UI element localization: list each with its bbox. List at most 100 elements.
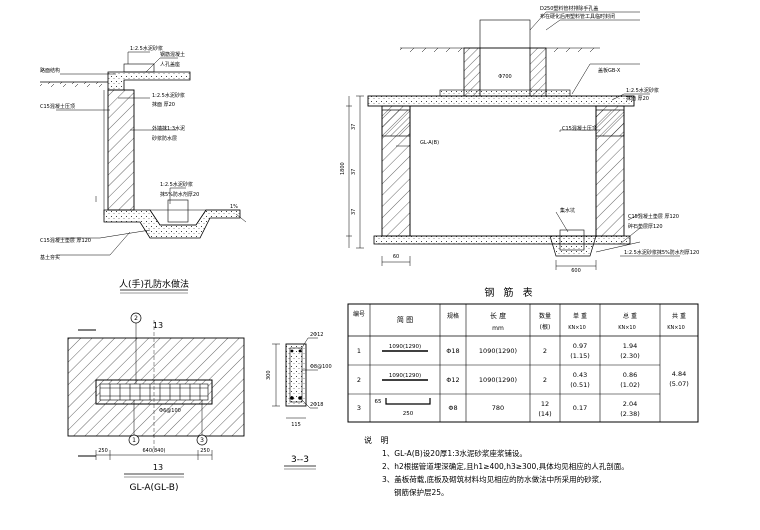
th-grand-w-unit: KN×10 — [667, 325, 685, 331]
right-section-labels: D250塑料管材排除手孔盖 布在硬化后用塑料管工具临时封闭 Φ700 盖板GB-… — [340, 5, 699, 274]
note-item-2: 2、h2根据管道埋深确定,且h1≥400,h3≥300,具体均见相应的人孔剖面。 — [382, 462, 629, 471]
table-cell: (2.30) — [620, 352, 640, 360]
beam-section-labels: 2 1 3 13 13 Φ6@100 250 640(840) 250 — [98, 315, 210, 472]
label-beam: GL-A(B) — [420, 140, 439, 146]
label-mortar-thick: 抹面 厚20 — [152, 101, 175, 108]
label-13: 13 — [153, 321, 163, 330]
table-cell: 1090(1290) — [479, 376, 517, 384]
th-qty: 数量 — [539, 312, 551, 320]
marker-1: 1 — [132, 437, 136, 444]
label-filler: 人孔盖座 — [160, 61, 180, 68]
dim-d: 37 — [351, 209, 357, 215]
table-cell: 0.43 — [573, 371, 587, 379]
label-mortar: 1:2.5水泥砂浆 — [626, 87, 659, 94]
label-gravel: 碎石垫层厚120 — [628, 223, 663, 230]
label-mortar-top: 1:2.5水泥砂浆 — [130, 45, 163, 52]
note-item-4: 钢筋保护层25。 — [394, 488, 449, 497]
th-sketch: 简 图 — [397, 315, 413, 324]
th-length: 长 度 — [490, 311, 506, 320]
table-cell: 1.94 — [623, 342, 637, 350]
table-cell: 1090(1290) — [389, 373, 421, 379]
rebar-table-rows: 1 1090(1290) Φ18 1090(1290) 2 0.97 (1.15… — [357, 342, 689, 418]
label-c15-top: C15混凝土压顶 — [40, 103, 75, 110]
th-total-w-unit: KN×10 — [618, 325, 636, 331]
label-covering: 钢筋混凝土 — [160, 51, 185, 58]
table-cell: 1 — [357, 347, 361, 355]
dim-w1: 600 — [571, 268, 581, 274]
dim-250b: 250 — [200, 448, 210, 454]
label-pipe-sub: 布在硬化后用塑料管工具临时封闭 — [540, 13, 615, 20]
table-cell: (14) — [538, 410, 551, 418]
section-33-title: 3--3 — [291, 455, 309, 465]
beam-section-drawing — [67, 312, 245, 478]
note-item-1: 1、GL-A(B)设20厚1:3水泥砂浆座浆铺设。 — [382, 449, 527, 458]
label-mortar-thick: 抹面 厚20 — [626, 95, 649, 102]
dim-w: 115 — [291, 422, 301, 428]
table-cell: 1090(1290) — [389, 344, 421, 350]
label-phi: Φ700 — [498, 74, 511, 80]
dim-height: 1800 — [340, 162, 346, 175]
notes-title: 说 明 — [364, 436, 392, 445]
notes-block: 说 明 1、GL-A(B)设20厚1:3水泥砂浆座浆铺设。 2、h2根据管道埋深… — [360, 434, 750, 499]
marker-3: 3 — [200, 437, 204, 444]
dim-b: 37 — [351, 124, 357, 130]
table-cell: 12 — [541, 400, 549, 408]
table-cell: 780 — [492, 404, 504, 412]
table-cell: Φ8 — [448, 404, 457, 412]
table-cell: 3 — [357, 404, 361, 412]
label-c15-pad: C15混凝土垫层 厚120 — [628, 213, 679, 220]
dim-c: 37 — [351, 169, 357, 175]
beam-section-title: GL-A(GL-B) — [130, 483, 179, 493]
label-mortar-smear: 1:2.5水泥砂浆 — [152, 92, 185, 99]
th-no: 编号 — [353, 310, 365, 318]
table-cell: 250 — [403, 411, 414, 417]
marker-2: 2 — [134, 315, 138, 322]
table-cell: 2 — [357, 376, 361, 384]
table-cell: 2.04 — [623, 400, 637, 408]
left-section-drawing — [40, 51, 247, 294]
label-pipe-top: D250塑料管材排除手孔盖 — [540, 5, 598, 12]
table-cell: (5.07) — [669, 380, 689, 388]
table-cell: 0.17 — [573, 404, 587, 412]
rebar-table-title: 钢 筋 表 — [484, 286, 535, 299]
label-waterproof-b: 砂浆防水层 — [152, 135, 177, 142]
left-section-title: 人(手)孔防水做法 — [119, 278, 189, 290]
th-grand-w: 共 重 — [672, 312, 686, 320]
label-waterproof: 1:2.5水泥砂浆抹5%防水剂厚120 — [624, 249, 699, 256]
label-bottom-rebar: 2Φ18 — [310, 402, 323, 408]
dim-250: 250 — [98, 448, 108, 454]
label-stirrup-33: Φ8@100 — [310, 364, 332, 370]
table-cell: (2.38) — [620, 410, 640, 418]
note-item-3: 3、盖板荷载,底板及砌筑材料均见相应的防水做法中所采用的砂浆, — [382, 475, 602, 484]
table-cell: 0.97 — [573, 342, 587, 350]
label-sump: 集水坑 — [560, 207, 575, 214]
label-manhole-cover: 盖板GB-X — [598, 67, 621, 74]
th-qty-unit: (根) — [540, 323, 551, 331]
table-cell: 4.84 — [672, 370, 686, 378]
rebar-table-grid — [347, 303, 699, 423]
dim-h: 300 — [266, 370, 272, 380]
table-cell: 1090(1290) — [479, 347, 517, 355]
section-33-labels: 2Φ12 Φ8@100 2Φ18 300 115 — [266, 332, 332, 428]
table-cell: Φ18 — [446, 347, 459, 355]
label-waterproof-a: 外墙抹1:3水泥 — [152, 125, 185, 132]
label-slope: 1% — [230, 204, 238, 210]
label-mortar-b: 1:2.5水泥砂浆 — [160, 181, 193, 188]
label-top-rebar: 2Φ12 — [310, 332, 323, 338]
label-waterproof-c: 抹5%防水剂厚20 — [160, 191, 199, 198]
th-spec: 规格 — [447, 312, 459, 320]
th-length-unit: mm — [492, 325, 504, 332]
table-cell: 2 — [543, 376, 547, 384]
table-cell: (1.15) — [570, 352, 590, 360]
dim-640: 640(840) — [143, 448, 166, 454]
table-cell: 2 — [543, 347, 547, 355]
left-section-labels: 1:2.5水泥砂浆 钢筋混凝土 人孔盖座 路面结构 1:2.5水泥砂浆 抹面 厚… — [40, 45, 238, 261]
th-unit-w-unit: KN×10 — [568, 325, 586, 331]
table-cell: (0.51) — [570, 381, 590, 389]
label-base-course: 路面结构 — [40, 67, 60, 74]
label-c15-bottom: C15混凝土垫层 厚120 — [40, 237, 91, 244]
table-cell: 0.86 — [623, 371, 637, 379]
th-total-w: 总 重 — [623, 312, 637, 320]
label-13b: 13 — [153, 463, 163, 472]
